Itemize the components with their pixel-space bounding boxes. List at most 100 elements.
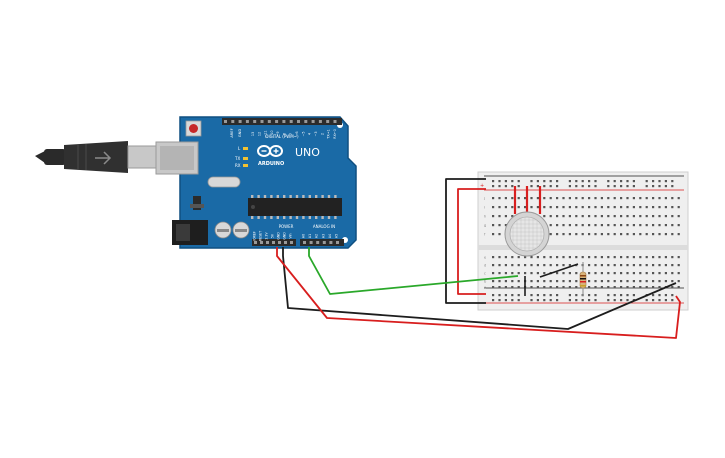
terminal-hole[interactable] <box>626 215 629 218</box>
rail-hole[interactable] <box>549 299 552 302</box>
rail-hole[interactable] <box>556 294 559 297</box>
terminal-hole[interactable] <box>594 206 597 209</box>
terminal-hole[interactable] <box>613 256 616 259</box>
rail-hole[interactable] <box>581 180 584 183</box>
terminal-hole[interactable] <box>562 233 565 236</box>
power-pin-hole[interactable] <box>272 241 275 244</box>
rail-hole[interactable] <box>511 185 514 188</box>
rail-hole[interactable] <box>568 180 571 183</box>
terminal-hole[interactable] <box>562 197 565 200</box>
terminal-hole[interactable] <box>581 197 584 200</box>
terminal-hole[interactable] <box>594 197 597 200</box>
rail-hole[interactable] <box>556 185 559 188</box>
terminal-hole[interactable] <box>645 286 648 289</box>
terminal-hole[interactable] <box>600 256 603 259</box>
terminal-hole[interactable] <box>568 215 571 218</box>
analog-pin-hole[interactable] <box>336 241 339 244</box>
rail-hole[interactable] <box>492 185 495 188</box>
terminal-hole[interactable] <box>543 280 546 283</box>
terminal-hole[interactable] <box>562 224 565 227</box>
terminal-hole[interactable] <box>588 286 591 289</box>
rail-hole[interactable] <box>492 180 495 183</box>
terminal-hole[interactable] <box>549 256 552 259</box>
terminal-hole[interactable] <box>658 272 661 275</box>
rail-hole[interactable] <box>652 299 655 302</box>
terminal-hole[interactable] <box>600 224 603 227</box>
terminal-hole[interactable] <box>568 264 571 267</box>
terminal-hole[interactable] <box>639 215 642 218</box>
terminal-hole[interactable] <box>620 224 623 227</box>
terminal-hole[interactable] <box>556 197 559 200</box>
terminal-hole[interactable] <box>626 224 629 227</box>
rail-hole[interactable] <box>664 294 667 297</box>
terminal-hole[interactable] <box>671 197 674 200</box>
terminal-hole[interactable] <box>556 286 559 289</box>
terminal-hole[interactable] <box>671 280 674 283</box>
terminal-hole[interactable] <box>511 206 514 209</box>
terminal-hole[interactable] <box>607 286 610 289</box>
terminal-hole[interactable] <box>626 197 629 200</box>
rail-hole[interactable] <box>607 299 610 302</box>
rail-hole[interactable] <box>645 299 648 302</box>
terminal-hole[interactable] <box>530 272 533 275</box>
terminal-hole[interactable] <box>524 206 527 209</box>
terminal-hole[interactable] <box>626 264 629 267</box>
rail-hole[interactable] <box>504 294 507 297</box>
terminal-hole[interactable] <box>607 280 610 283</box>
terminal-hole[interactable] <box>556 215 559 218</box>
analog-pin-hole[interactable] <box>316 241 320 244</box>
rail-hole[interactable] <box>613 185 616 188</box>
wire-black-gnd[interactable] <box>282 247 677 330</box>
terminal-hole[interactable] <box>594 256 597 259</box>
terminal-hole[interactable] <box>632 264 635 267</box>
terminal-hole[interactable] <box>575 224 578 227</box>
rail-hole[interactable] <box>530 299 533 302</box>
terminal-hole[interactable] <box>613 206 616 209</box>
terminal-hole[interactable] <box>575 286 578 289</box>
terminal-hole[interactable] <box>556 272 559 275</box>
terminal-hole[interactable] <box>607 264 610 267</box>
wire-green-analog[interactable] <box>308 247 519 295</box>
terminal-hole[interactable] <box>575 197 578 200</box>
terminal-hole[interactable] <box>620 256 623 259</box>
terminal-hole[interactable] <box>575 256 578 259</box>
terminal-hole[interactable] <box>530 286 533 289</box>
terminal-hole[interactable] <box>626 286 629 289</box>
terminal-hole[interactable] <box>543 264 546 267</box>
analog-pin-hole[interactable] <box>322 241 326 244</box>
header-pin-hole[interactable] <box>260 120 264 123</box>
terminal-hole[interactable] <box>524 197 527 200</box>
terminal-hole[interactable] <box>671 233 674 236</box>
terminal-hole[interactable] <box>536 206 539 209</box>
terminal-hole[interactable] <box>562 286 565 289</box>
terminal-hole[interactable] <box>492 197 495 200</box>
rail-hole[interactable] <box>498 185 501 188</box>
terminal-hole[interactable] <box>492 280 495 283</box>
analog-pin-hole[interactable] <box>309 241 313 244</box>
terminal-hole[interactable] <box>632 233 635 236</box>
terminal-hole[interactable] <box>652 256 655 259</box>
rail-hole[interactable] <box>645 180 648 183</box>
terminal-hole[interactable] <box>600 286 603 289</box>
terminal-hole[interactable] <box>517 264 520 267</box>
terminal-hole[interactable] <box>511 197 514 200</box>
terminal-hole[interactable] <box>549 233 552 236</box>
terminal-hole[interactable] <box>632 280 635 283</box>
analog-pin-hole[interactable] <box>329 241 333 244</box>
terminal-hole[interactable] <box>677 264 680 267</box>
terminal-hole[interactable] <box>645 280 648 283</box>
header-pin-hole[interactable] <box>326 120 330 123</box>
terminal-hole[interactable] <box>658 286 661 289</box>
terminal-hole[interactable] <box>511 215 514 218</box>
terminal-hole[interactable] <box>664 224 667 227</box>
terminal-hole[interactable] <box>498 256 501 259</box>
power-pin-hole[interactable] <box>284 241 287 244</box>
terminal-hole[interactable] <box>504 224 507 227</box>
rail-hole[interactable] <box>543 299 546 302</box>
terminal-hole[interactable] <box>581 256 584 259</box>
terminal-hole[interactable] <box>562 272 565 275</box>
terminal-hole[interactable] <box>639 197 642 200</box>
terminal-hole[interactable] <box>652 197 655 200</box>
rail-hole[interactable] <box>588 185 591 188</box>
terminal-hole[interactable] <box>658 215 661 218</box>
